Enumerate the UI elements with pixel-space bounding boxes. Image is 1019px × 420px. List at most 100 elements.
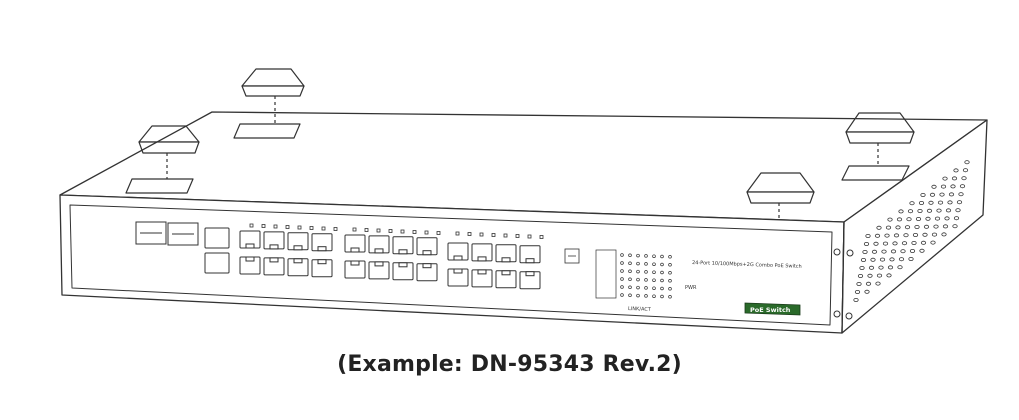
vent-hole [909,201,915,206]
status-led [636,269,640,274]
vent-hole [926,208,933,213]
vent-hole [941,232,947,237]
vent-hole [907,209,914,214]
rj45-port-blocks [239,230,541,290]
foot-pad [841,165,910,181]
rj45-latch [453,268,463,274]
status-led [628,285,632,290]
dip-switch [564,248,580,264]
rj45-latch [293,258,303,264]
led-indicator-panel [595,249,672,299]
combo-sfp-slots [135,221,199,246]
rj45-latch [501,257,511,263]
vent-hole [944,216,950,221]
vent-hole [876,225,882,230]
vent-hole [901,241,908,246]
rj45-latch [422,263,432,269]
port-led [515,234,520,238]
status-led [636,261,640,266]
vent-hole [868,265,875,270]
vent-hole [892,241,898,246]
status-led [660,254,664,259]
vent-hole [860,257,867,262]
status-led [628,277,632,282]
vent-hole [923,224,930,229]
vent-hole [895,225,901,230]
port-led [297,225,302,230]
status-led [644,278,648,282]
status-led [628,253,632,258]
vent-hole [893,233,900,238]
port-led [436,231,441,235]
port-led [503,233,508,238]
status-led [644,286,648,290]
port-led [249,223,254,228]
vent-hole [958,192,964,197]
vent-hole [865,281,872,286]
vent-hole [900,249,906,254]
vent-hole [867,273,873,278]
status-led [668,255,672,259]
port-led [376,228,381,233]
vent-hole [914,224,920,229]
vent-hole [950,184,956,189]
vent-hole [876,273,883,278]
status-led [628,261,632,266]
vent-hole [898,257,905,262]
vent-hole [909,248,916,253]
vent-hole [881,249,887,254]
status-led [668,263,672,267]
vent-hole [945,208,952,213]
port-led [273,224,278,229]
port-led [364,228,369,232]
vent-hole [953,216,960,221]
vent-hole [865,233,871,238]
vent-hole [882,241,889,246]
status-led [660,294,664,299]
rj45-latch [398,262,408,268]
status-led [620,285,624,289]
vent-hole [856,281,862,286]
vent-hole [942,224,949,229]
combo-rj45-ports [204,227,230,274]
rj45-latch [477,256,487,262]
vent-hole [898,209,904,214]
rj45-latch [245,243,255,249]
vent-hole [947,200,953,205]
vent-hole [904,225,911,230]
vent-hole [908,256,914,261]
rj45-latch [525,258,535,264]
vent-hole [931,232,938,237]
rj45-latch [501,270,511,276]
caption: (Example: DN-95343 Rev.2) [337,352,682,377]
status-led [660,262,664,267]
status-led [636,253,640,258]
vent-hole [934,216,941,221]
rj45-latch [374,261,384,267]
vent-hole [915,216,922,221]
port-led [412,230,417,234]
vent-hole [878,265,884,270]
vent-hole [955,208,961,213]
vent-hole [956,200,963,205]
port-led [309,226,314,230]
status-led [652,270,656,274]
vent-hole [896,217,903,222]
vent-hole [857,273,864,278]
rj45-latch [245,256,255,262]
status-led [620,277,624,281]
vent-hole [940,184,947,189]
vent-hole [929,192,936,197]
front-bezel [69,204,833,326]
vent-hole [884,233,890,238]
vent-hole [889,257,895,262]
status-led [668,295,672,299]
port-led [479,232,484,237]
port-led [527,234,532,239]
vent-hole [879,257,886,262]
rubber-foot [841,112,915,181]
vent-hole [931,184,937,189]
rj45-latch [398,249,408,255]
status-led [644,270,648,274]
